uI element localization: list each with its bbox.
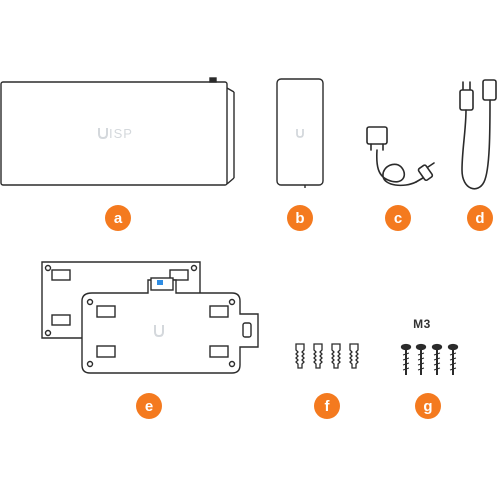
badge-g: g — [415, 393, 441, 419]
badge-e: e — [136, 393, 162, 419]
router-device — [0, 77, 235, 186]
badge-a: a — [105, 205, 131, 231]
power-adapter — [276, 78, 324, 188]
badge-d: d — [467, 205, 493, 231]
badge-f: f — [314, 393, 340, 419]
wall-anchors — [295, 343, 359, 369]
mounting-plate-front — [81, 277, 259, 374]
screw-size-label: M3 — [413, 317, 431, 331]
dc-cable — [366, 126, 435, 187]
badge-b: b — [287, 205, 313, 231]
router-logo-text: ISP — [109, 126, 133, 141]
blue-tab — [157, 280, 163, 285]
power-cord — [459, 79, 497, 190]
m3-screws — [400, 343, 459, 375]
badge-c: c — [385, 205, 411, 231]
